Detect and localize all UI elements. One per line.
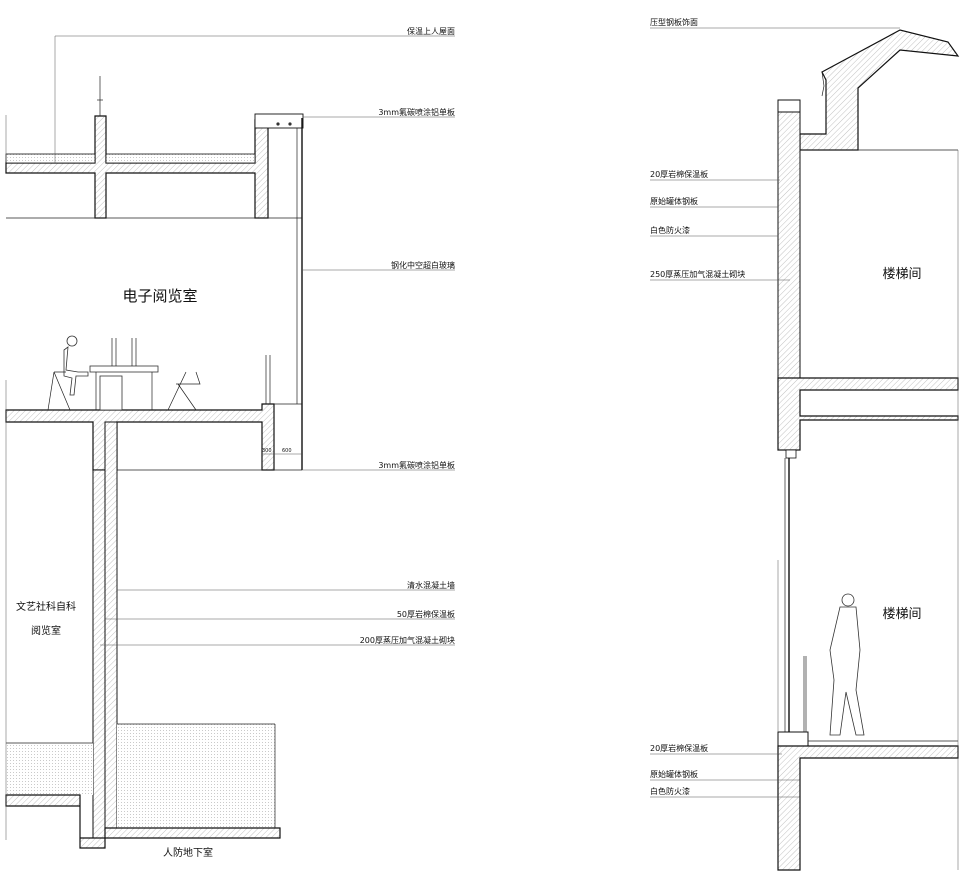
label-rockwool-20-a: 20厚岩棉保温板 (650, 169, 708, 179)
steel-roof (799, 29, 960, 151)
e-reading-floor-slab (5, 403, 275, 471)
upper-wall (777, 111, 801, 379)
basement-floor (5, 794, 281, 849)
aac-block-wall (104, 421, 118, 829)
label-aac-250: 250厚蒸压加气混凝土砌块 (650, 269, 745, 279)
label-fire-paint-b: 白色防火漆 (650, 786, 690, 796)
ground-fill (6, 743, 93, 795)
room-basement: 人防地下室 (163, 846, 213, 859)
left-leader-lines (54, 35, 455, 646)
roof-slab (5, 115, 269, 219)
right-leader-lines (650, 27, 900, 798)
concrete-wall (92, 469, 106, 839)
label-fire-paint-a: 白色防火漆 (650, 225, 690, 235)
lower-landing (777, 731, 809, 747)
parapet-cap (254, 113, 304, 129)
label-roof-insulation: 保温上人屋面 (407, 26, 455, 36)
dim-600: 600 (282, 448, 292, 454)
label-steel-plate-a: 原始罐体钢板 (650, 196, 698, 206)
label-rockwool-50: 50厚岩棉保温板 (397, 609, 455, 619)
label-glass: 钢化中空超白玻璃 (391, 260, 455, 270)
right-section (777, 29, 960, 871)
steel-bracket (785, 449, 797, 459)
seated-person-figure (47, 335, 89, 411)
label-steel-roof: 压型钢板饰面 (650, 17, 698, 27)
room-arts-reading-line2: 阅览室 (31, 624, 61, 637)
roof-insulation-layer (5, 153, 96, 164)
room-e-reading: 电子阅览室 (122, 287, 197, 305)
dim-300: 300 (262, 448, 272, 454)
wall-cap (777, 99, 801, 113)
chair-right (167, 371, 201, 411)
ground-fill-right (117, 724, 275, 828)
left-section: 300 600 (5, 76, 304, 849)
standing-person-figure (829, 593, 865, 736)
room-stair-upper: 楼梯间 (882, 267, 921, 282)
lower-floor-slab (777, 745, 959, 871)
computer-desk (89, 338, 159, 411)
label-steel-plate-b: 原始罐体钢板 (650, 769, 698, 779)
label-aac-200: 200厚蒸压加气混凝土砌块 (360, 635, 455, 645)
upper-floor-slab (777, 377, 959, 451)
label-al-panel-bottom: 3mm氟碳喷涂铝单板 (378, 460, 455, 470)
room-arts-reading-line1: 文艺社科自科 (16, 600, 76, 613)
label-concrete-wall: 清水混凝土墙 (407, 580, 455, 590)
room-stair-lower: 楼梯间 (882, 607, 921, 622)
roof-insulation-layer-2 (105, 153, 256, 164)
label-al-panel-top: 3mm氟碳喷涂铝单板 (378, 107, 455, 117)
label-rockwool-20-b: 20厚岩棉保温板 (650, 743, 708, 753)
